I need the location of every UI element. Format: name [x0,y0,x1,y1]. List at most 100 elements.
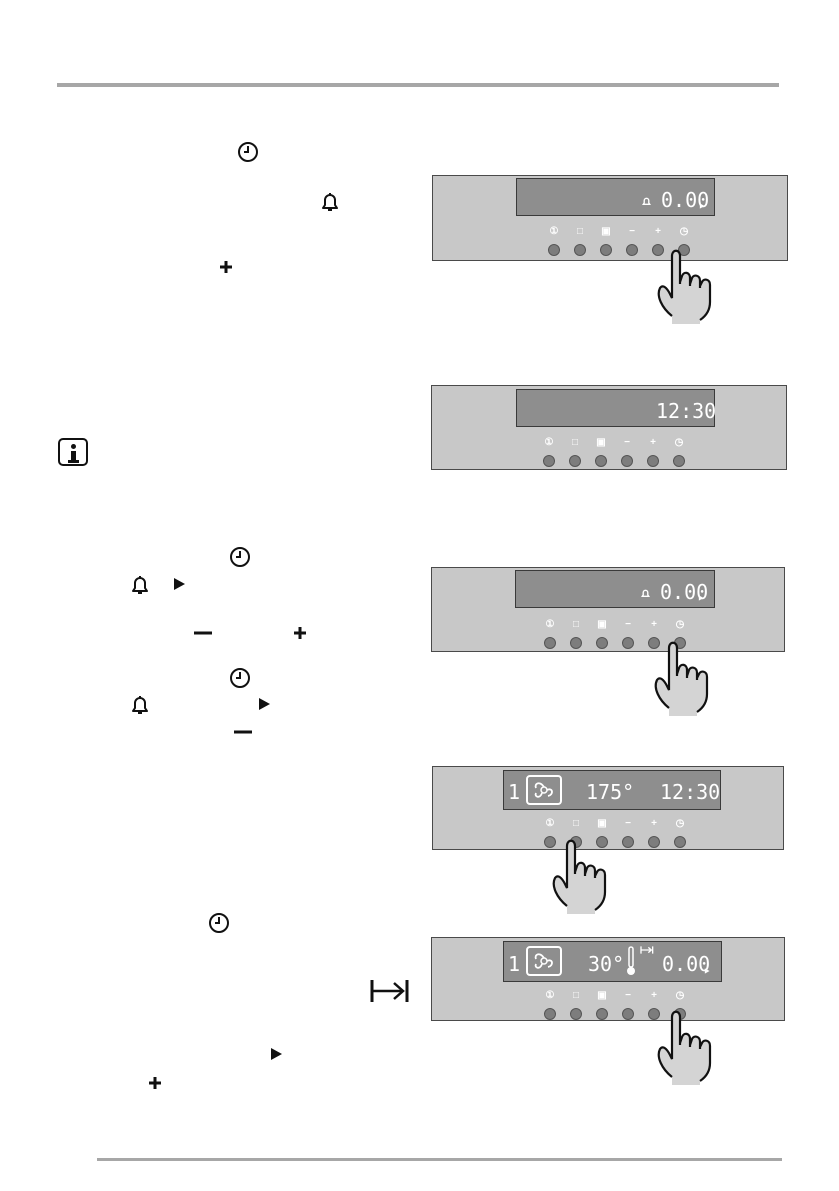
plus-button[interactable] [648,836,660,848]
button-label: ◷ [674,437,684,448]
fan-heating-icon [526,946,562,976]
display-screen: 12:30 [516,389,717,427]
clock-button[interactable] [673,455,685,467]
button-label: ① [544,437,554,448]
oven-control-panel: 0.00 ① □ ▣ − + ◷ [432,175,788,261]
play-icon [699,203,705,209]
button-label: ◷ [679,226,689,237]
button-label: − [625,619,631,630]
display-temperature: 175° [586,780,635,804]
plus-button[interactable] [647,455,659,467]
button-label: ▣ [596,437,606,448]
button-label: □ [576,226,584,237]
on-off-button[interactable] [544,836,556,848]
button-label: + [655,226,661,237]
display-time: 0.00 [662,952,711,976]
info-icon [58,438,88,466]
button-label: ▣ [601,226,611,237]
display-screen: 1 175° 12:30 [503,770,721,810]
program-button[interactable] [600,244,612,256]
button-label: + [650,437,656,448]
header-rule [57,83,779,87]
button-label: − [624,437,630,448]
minus-button[interactable] [626,244,638,256]
play-icon [174,578,185,590]
program-button[interactable] [596,1008,608,1020]
button-label: □ [572,818,580,829]
hand-press-icon [552,839,607,914]
display-time: 0.00 [660,580,709,604]
hand-press-icon [657,249,712,324]
button-label: − [625,990,631,1001]
hand-press-icon [657,1010,712,1085]
plus-icon [294,627,306,639]
oven-control-panel: 0.00 ① □ ▣ − + ◷ [431,567,785,652]
on-off-button[interactable] [544,1008,556,1020]
minus-button[interactable] [622,1008,634,1020]
bell-icon [641,589,650,597]
button-label: □ [571,437,579,448]
button-label: □ [572,990,580,1001]
program-button[interactable] [596,836,608,848]
plus-button[interactable] [648,637,660,649]
plus-button[interactable] [652,244,664,256]
function-button[interactable] [569,455,581,467]
display-time: 0.00 [661,188,710,212]
oven-control-panel: 12:30 ① □ ▣ − + ◷ [431,385,787,470]
play-icon [698,595,704,601]
fan-heating-icon [526,775,562,805]
hand-press-icon [654,641,709,716]
on-off-button[interactable] [543,455,555,467]
clock-icon [238,142,258,162]
plus-button[interactable] [648,1008,660,1020]
button-label: − [625,818,631,829]
display-temperature: 30° [588,952,625,976]
play-icon [271,1048,282,1060]
button-label: ▣ [597,990,607,1001]
display-screen: 0.00 [516,178,715,216]
button-label: □ [572,619,580,630]
program-button[interactable] [595,455,607,467]
clock-icon [209,913,229,933]
clock-button[interactable] [678,244,690,256]
button-label: ▣ [597,818,607,829]
function-button[interactable] [574,244,586,256]
button-label: + [651,990,657,1001]
clock-icon [230,547,250,567]
oven-control-panel: 1 175° 12:30 ① □ ▣ − + ◷ [432,766,784,850]
plus-icon [220,261,232,273]
function-button[interactable] [570,637,582,649]
display-time: 12:30 [660,780,721,804]
thermometer-icon [627,946,635,975]
clock-button[interactable] [674,836,686,848]
oven-control-panel: 1 30° 0.00 ① □ ▣ − + ◷ [431,937,785,1021]
end-time-icon [640,946,654,954]
button-label: + [651,818,657,829]
on-off-button[interactable] [544,637,556,649]
button-label: ◷ [675,990,685,1001]
button-label: ① [545,619,555,630]
button-label: − [629,226,635,237]
on-off-button[interactable] [548,244,560,256]
display-level: 1 [508,780,521,804]
play-icon [704,968,710,974]
button-label: + [651,619,657,630]
display-screen: 1 30° 0.00 [503,941,722,982]
display-screen: 0.00 [515,570,715,608]
bell-icon [642,197,651,205]
minus-button[interactable] [622,637,634,649]
button-label: ① [545,990,555,1001]
button-label: ◷ [675,619,685,630]
minus-button[interactable] [622,836,634,848]
program-button[interactable] [596,637,608,649]
footer-rule [97,1158,782,1161]
plus-icon [149,1077,161,1089]
button-label: ① [549,226,559,237]
minus-button[interactable] [621,455,633,467]
button-label: ▣ [597,619,607,630]
function-button[interactable] [570,1008,582,1020]
display-time: 12:30 [656,399,717,423]
bell-icon [322,193,338,211]
play-icon [259,698,270,710]
button-label: ◷ [675,818,685,829]
